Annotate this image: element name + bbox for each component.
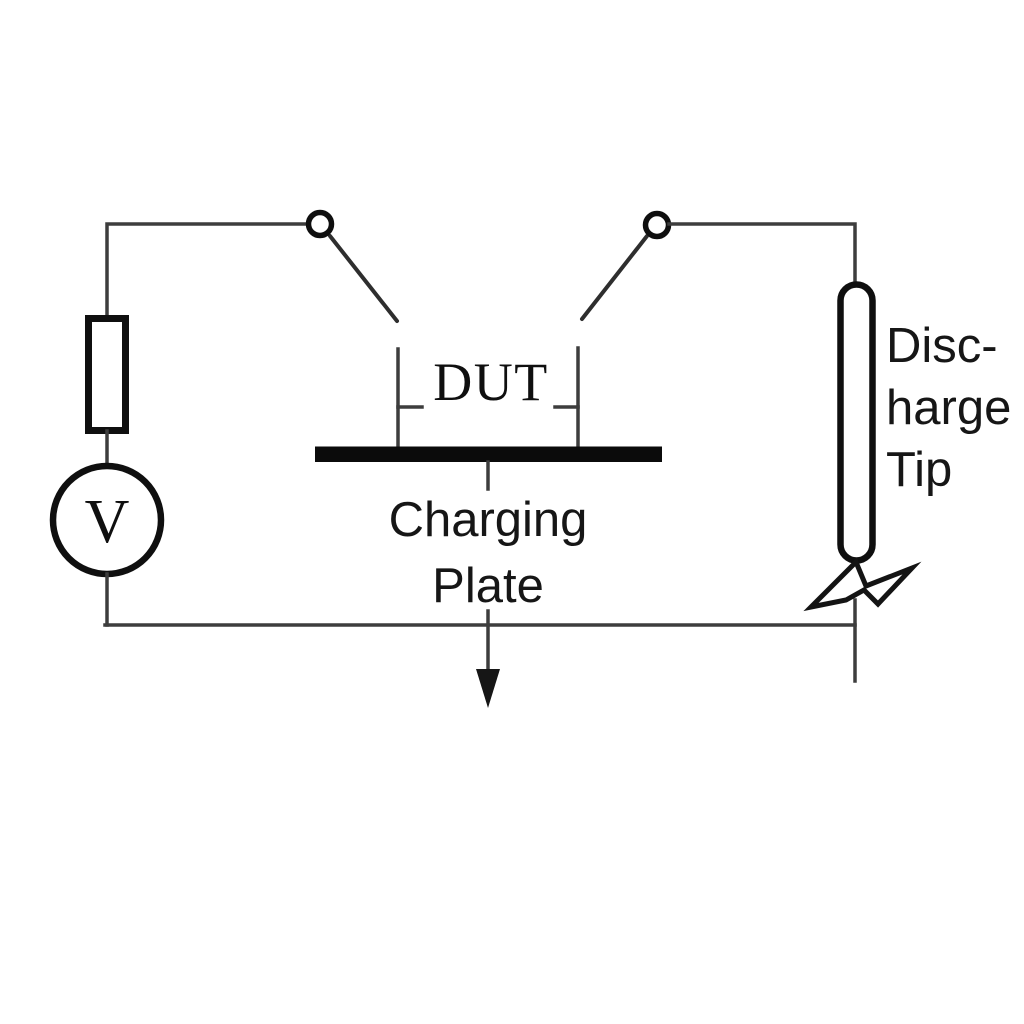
charging-plate-bar: [315, 446, 662, 462]
wire-top-right: [667, 222, 857, 288]
resistor: [85, 315, 129, 434]
spark-bolt-icon: [803, 557, 922, 612]
discharge-tip-body: [837, 281, 876, 564]
discharge-tip-label-line1: Disc-: [886, 319, 998, 373]
dut-label: DUT: [433, 352, 548, 412]
ground-arrowhead: [476, 669, 500, 708]
discharge-tip-label-line3: Tip: [886, 443, 952, 497]
charging-plate-label-line1: Charging: [389, 493, 588, 547]
switch-left-arm: [328, 234, 399, 323]
charging-plate-label-line2: Plate: [432, 559, 544, 613]
wire-top-left: [105, 222, 311, 322]
discharge-tip-label-line2: harge: [886, 381, 1011, 435]
switch-right-arm: [580, 234, 649, 321]
switch-left-contact: [305, 209, 335, 239]
switch-right-contact: [642, 210, 672, 240]
voltage-source-label: V: [85, 488, 130, 556]
